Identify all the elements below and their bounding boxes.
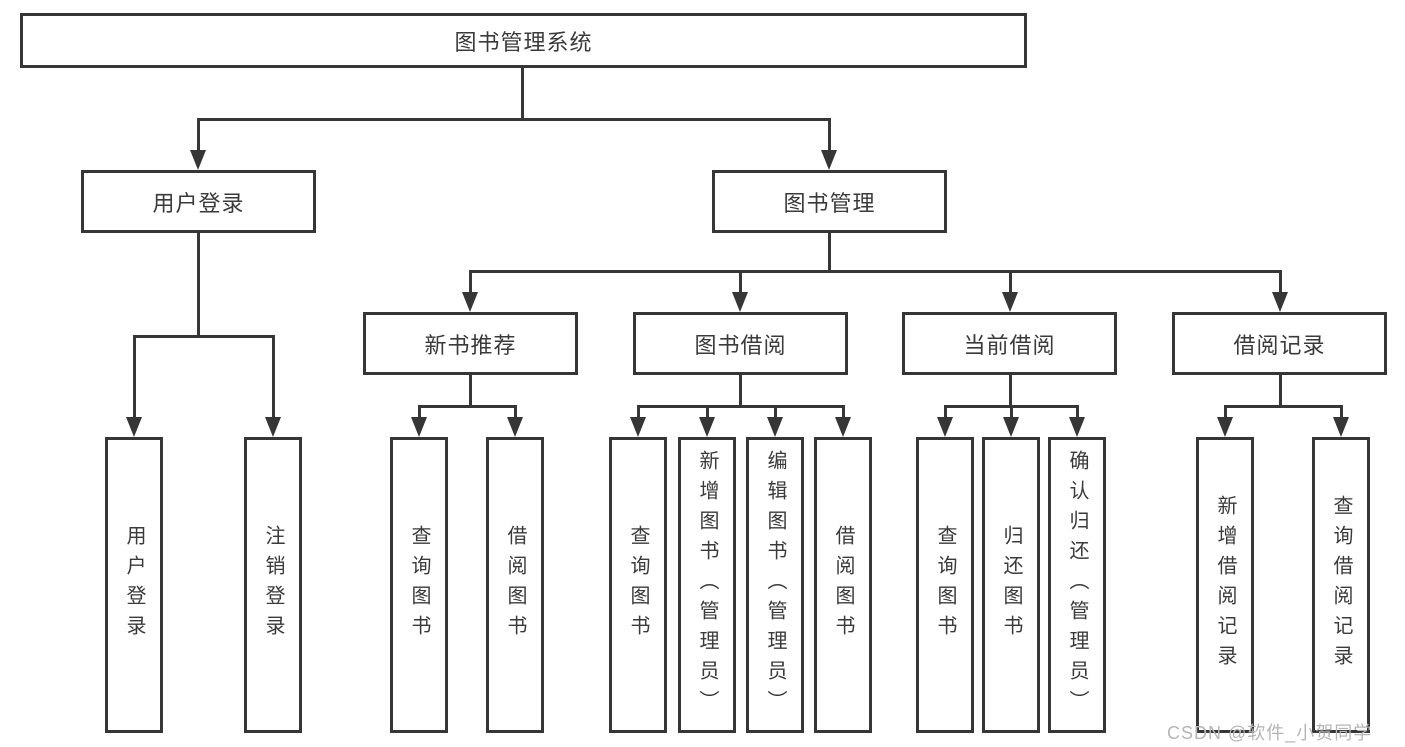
connector-vline xyxy=(828,118,831,152)
connector-vline xyxy=(1009,375,1012,408)
leaf-confirm-return-admin: 确认归还（管理员） xyxy=(1048,437,1106,733)
arrow-down-icon xyxy=(699,417,715,437)
connector-hline xyxy=(418,405,516,408)
connector-vline xyxy=(637,405,640,419)
arrow-down-icon xyxy=(937,417,953,437)
arrow-down-icon xyxy=(1003,417,1019,437)
connector-vline xyxy=(521,68,524,121)
leaf-edit-books-admin: 编辑图书（管理员） xyxy=(746,437,804,733)
connector-vline xyxy=(514,405,517,419)
arrow-down-icon xyxy=(190,150,206,170)
connector-vline xyxy=(1010,405,1013,419)
arrow-down-icon xyxy=(1069,417,1085,437)
connector-vline xyxy=(1076,405,1079,419)
arrow-down-icon xyxy=(507,417,523,437)
node-borrow-records: 借阅记录 xyxy=(1172,312,1387,375)
leaf-query-books-borrow: 查询图书 xyxy=(609,437,667,733)
watermark: CSDN @软件_小贺同学 xyxy=(1167,723,1373,743)
node-root: 图书管理系统 xyxy=(20,13,1027,68)
connector-vline xyxy=(828,233,831,272)
connector-hline xyxy=(469,270,1281,273)
connector-vline xyxy=(418,405,421,419)
leaf-borrow-books-recommend: 借阅图书 xyxy=(486,437,544,733)
connector-vline xyxy=(197,233,200,337)
connector-vline xyxy=(1224,405,1227,419)
node-new-book-recommend: 新书推荐 xyxy=(363,312,578,375)
arrow-down-icon xyxy=(630,417,646,437)
connector-vline xyxy=(1340,405,1343,419)
arrow-down-icon xyxy=(1272,292,1288,312)
arrow-down-icon xyxy=(1002,292,1018,312)
arrow-down-icon xyxy=(126,417,142,437)
node-current-borrow: 当前借阅 xyxy=(902,312,1117,375)
connector-vline xyxy=(739,375,742,408)
connector-vline xyxy=(739,270,742,294)
arrow-down-icon xyxy=(835,417,851,437)
connector-vline xyxy=(469,270,472,294)
leaf-borrow-books: 借阅图书 xyxy=(814,437,872,733)
arrow-down-icon xyxy=(732,292,748,312)
connector-vline xyxy=(1279,375,1282,408)
leaf-query-books-recommend: 查询图书 xyxy=(390,437,448,733)
connector-vline xyxy=(469,375,472,408)
leaf-add-borrow-record: 新增借阅记录 xyxy=(1196,437,1254,733)
arrow-down-icon xyxy=(265,417,281,437)
connector-vline xyxy=(944,405,947,419)
connector-hline xyxy=(197,118,831,121)
leaf-logout: 注销登录 xyxy=(244,437,302,733)
connector-vline xyxy=(133,335,136,419)
arrow-down-icon xyxy=(1333,417,1349,437)
leaf-user-login: 用户登录 xyxy=(105,437,163,733)
connector-hline xyxy=(1224,405,1342,408)
node-user-login: 用户登录 xyxy=(81,170,316,233)
connector-hline xyxy=(637,405,844,408)
connector-vline xyxy=(1279,270,1282,294)
leaf-query-borrow-record: 查询借阅记录 xyxy=(1312,437,1370,733)
connector-vline xyxy=(774,405,777,419)
arrow-down-icon xyxy=(767,417,783,437)
connector-vline xyxy=(1009,270,1012,294)
arrow-down-icon xyxy=(462,292,478,312)
leaf-query-books-current: 查询图书 xyxy=(916,437,974,733)
connector-vline xyxy=(706,405,709,419)
leaf-add-books-admin: 新增图书（管理员） xyxy=(678,437,736,733)
connector-vline xyxy=(272,335,275,419)
arrow-down-icon xyxy=(821,150,837,170)
connector-hline xyxy=(133,335,275,338)
leaf-return-books: 归还图书 xyxy=(982,437,1040,733)
connector-vline xyxy=(197,118,200,152)
arrow-down-icon xyxy=(411,417,427,437)
connector-vline xyxy=(842,405,845,419)
arrow-down-icon xyxy=(1217,417,1233,437)
node-book-management: 图书管理 xyxy=(712,170,947,233)
node-book-borrow: 图书借阅 xyxy=(633,312,848,375)
